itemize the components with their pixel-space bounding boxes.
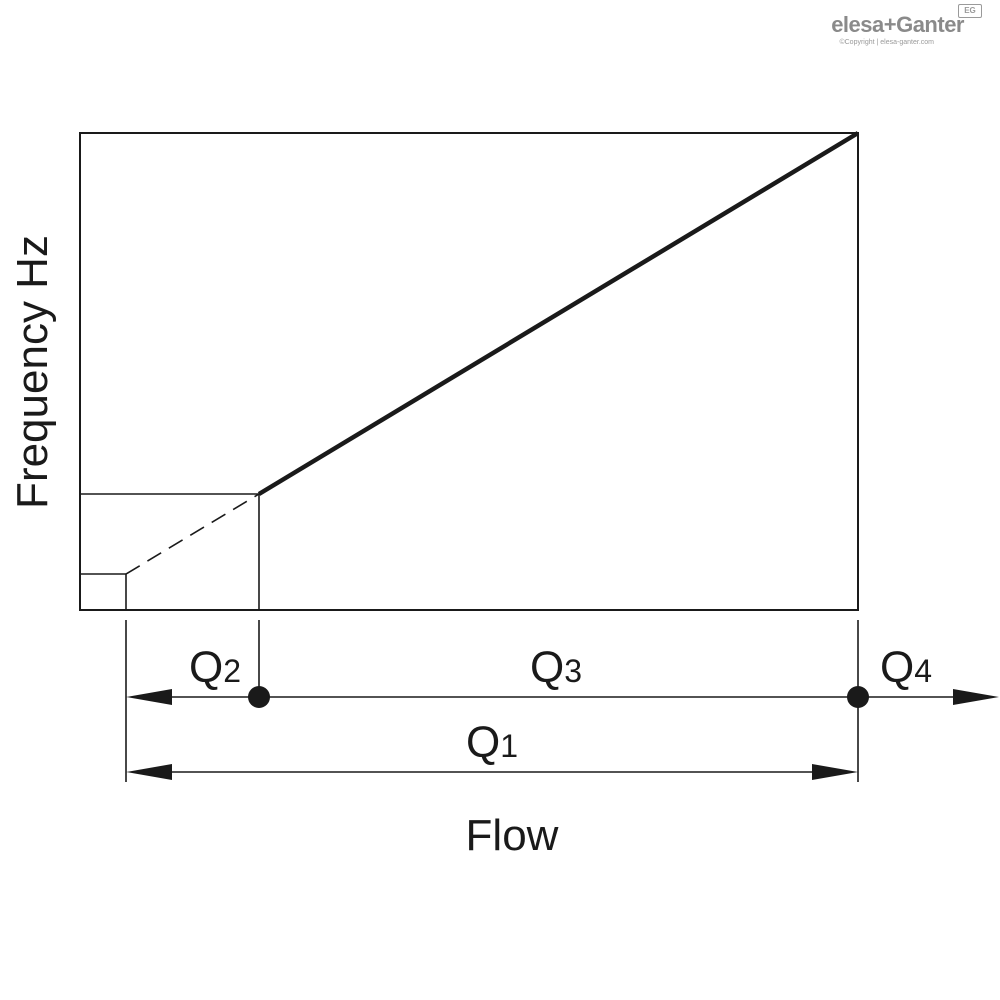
q1-label: Q1 [466,718,518,767]
q2-arrowhead [126,689,172,705]
brand-copyright: ©Copyright | elesa-ganter.com [839,39,934,46]
x-axis-label: Flow [466,811,559,860]
q4-arrowhead [953,689,999,705]
q3-label: Q3 [530,643,582,692]
dashed-curve-segment [125,493,260,575]
brand-name: elesa+Ganter [831,12,964,37]
q1-right-arrowhead [812,764,858,780]
q3-end-dot [847,686,869,708]
q1-left-arrowhead [126,764,172,780]
plot-frame [79,132,859,611]
brand-mark: EG [958,4,982,18]
q2-box [80,493,260,610]
y-axis-label: Frequency Hz [8,235,57,509]
q4-label: Q4 [880,643,932,692]
q2-label: Q2 [189,643,241,692]
solid-curve-segment [257,131,860,496]
low-flow-box [80,573,127,610]
q3-start-dot [248,686,270,708]
brand-logo: EG elesa+Ganter ©Copyright | elesa-gante… [812,4,992,48]
